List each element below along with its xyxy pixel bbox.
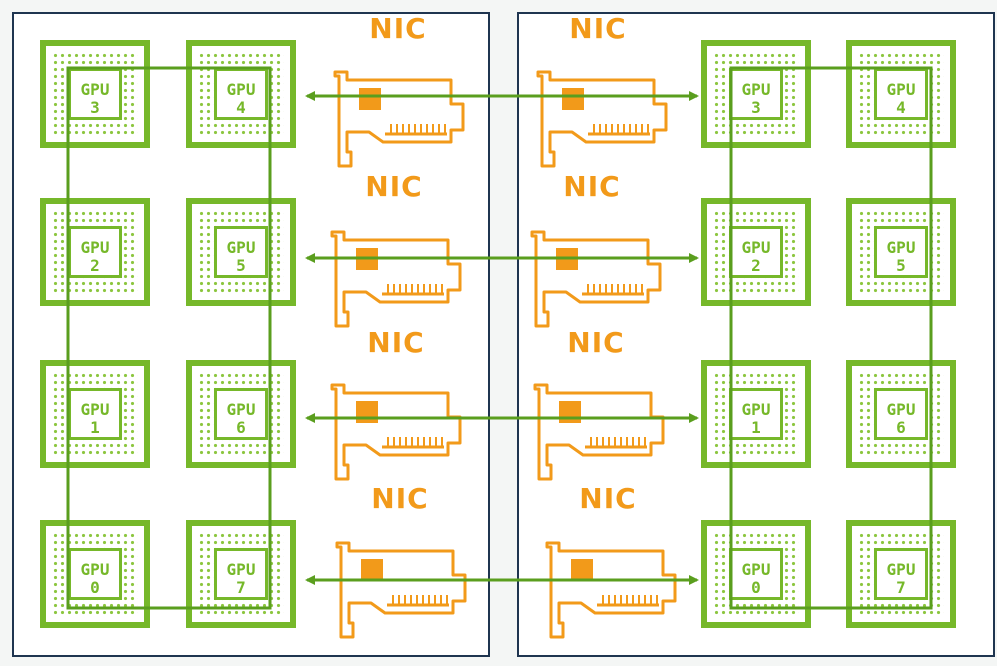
- gpu-label-number: 3: [751, 98, 761, 117]
- gpu-label-prefix: GPU: [886, 238, 916, 257]
- gpu-die: [68, 226, 122, 278]
- nic-label-right-3: NIC: [567, 326, 625, 359]
- gpu-label-prefix: GPU: [80, 80, 110, 99]
- gpu-label-prefix: GPU: [80, 560, 110, 579]
- gpu-label-prefix: GPU: [80, 400, 110, 419]
- gpu-label-number: 4: [236, 98, 246, 117]
- gpu-label-prefix: GPU: [741, 80, 771, 99]
- gpu-label-number: 5: [896, 256, 906, 275]
- gpu-label-prefix: GPU: [741, 560, 771, 579]
- network-card-icon: [330, 375, 480, 485]
- gpu-die: [214, 548, 268, 600]
- gpu-label-prefix: GPU: [226, 80, 256, 99]
- gpu-label-prefix: GPU: [886, 400, 916, 419]
- gpu-label-prefix: GPU: [226, 400, 256, 419]
- gpu-die: [729, 388, 783, 440]
- gpu-label-number: 1: [90, 418, 100, 437]
- gpu-die: [874, 548, 928, 600]
- gpu-label-number: 2: [90, 256, 100, 275]
- gpu-die: [214, 226, 268, 278]
- gpu-label-number: 0: [90, 578, 100, 597]
- gpu-label-number: 6: [236, 418, 246, 437]
- nic-label-left-3: NIC: [367, 326, 425, 359]
- gpu-label-number: 6: [896, 418, 906, 437]
- gpu-label-number: 5: [236, 256, 246, 275]
- gpu-label-number: 4: [896, 98, 906, 117]
- gpu-die: [874, 226, 928, 278]
- gpu-die: [874, 388, 928, 440]
- nic-label-right-2: NIC: [563, 170, 621, 203]
- gpu-die: [214, 388, 268, 440]
- nic-label-right-4: NIC: [579, 482, 637, 515]
- gpu-label-number: 3: [90, 98, 100, 117]
- gpu-label-number: 1: [751, 418, 761, 437]
- nvlink-ring-left: [66, 66, 272, 610]
- nic-label-left-4: NIC: [371, 482, 429, 515]
- gpu-label-prefix: GPU: [741, 400, 771, 419]
- gpu-label-prefix: GPU: [226, 560, 256, 579]
- gpu-label-prefix: GPU: [886, 560, 916, 579]
- nic-label-left-1: NIC: [369, 12, 427, 45]
- gpu-label-prefix: GPU: [886, 80, 916, 99]
- gpu-label-number: 0: [751, 578, 761, 597]
- gpu-label-number: 7: [896, 578, 906, 597]
- nic-label-right-1: NIC: [569, 12, 627, 45]
- nic-label-left-2: NIC: [365, 170, 423, 203]
- gpu-label-prefix: GPU: [80, 238, 110, 257]
- nvlink-ring-right: [729, 66, 933, 610]
- gpu-label-number: 2: [751, 256, 761, 275]
- gpu-label-prefix: GPU: [741, 238, 771, 257]
- gpu-label-prefix: GPU: [226, 238, 256, 257]
- gpu-label-number: 7: [236, 578, 246, 597]
